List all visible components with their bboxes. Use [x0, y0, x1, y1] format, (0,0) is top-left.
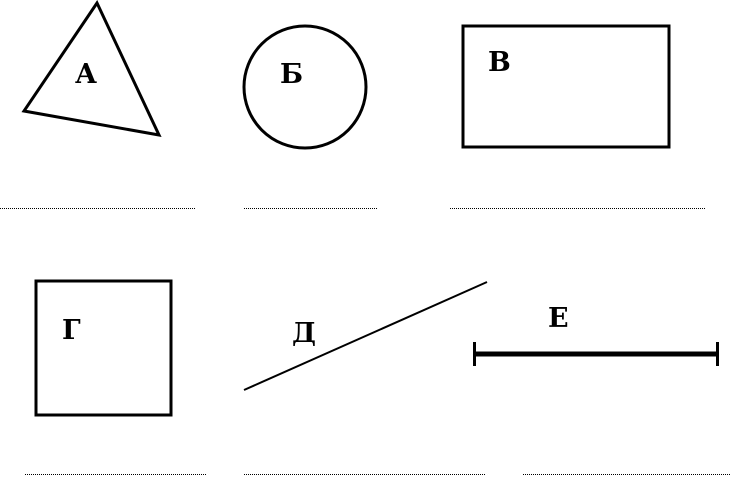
figure-b-label: Б [280, 59, 303, 90]
figure-a-label: А [75, 59, 97, 90]
slanted-line-shape [243, 281, 488, 391]
figure-g-label: Г [62, 315, 81, 346]
figure-v: В [461, 24, 671, 149]
figure-b: Б [242, 24, 368, 150]
figure-a: А [21, 0, 162, 137]
square-shape [34, 279, 173, 417]
circle-shape [242, 24, 368, 150]
figure-d: Д [243, 281, 488, 391]
figure-e-label: Е [548, 303, 569, 334]
figure-e: Е [473, 303, 719, 366]
figure-d-label: Д [292, 318, 316, 349]
rectangle-shape [461, 24, 671, 149]
figure-v-label: В [488, 47, 511, 78]
triangle-shape [21, 0, 162, 137]
figure-g: Г [34, 279, 173, 417]
